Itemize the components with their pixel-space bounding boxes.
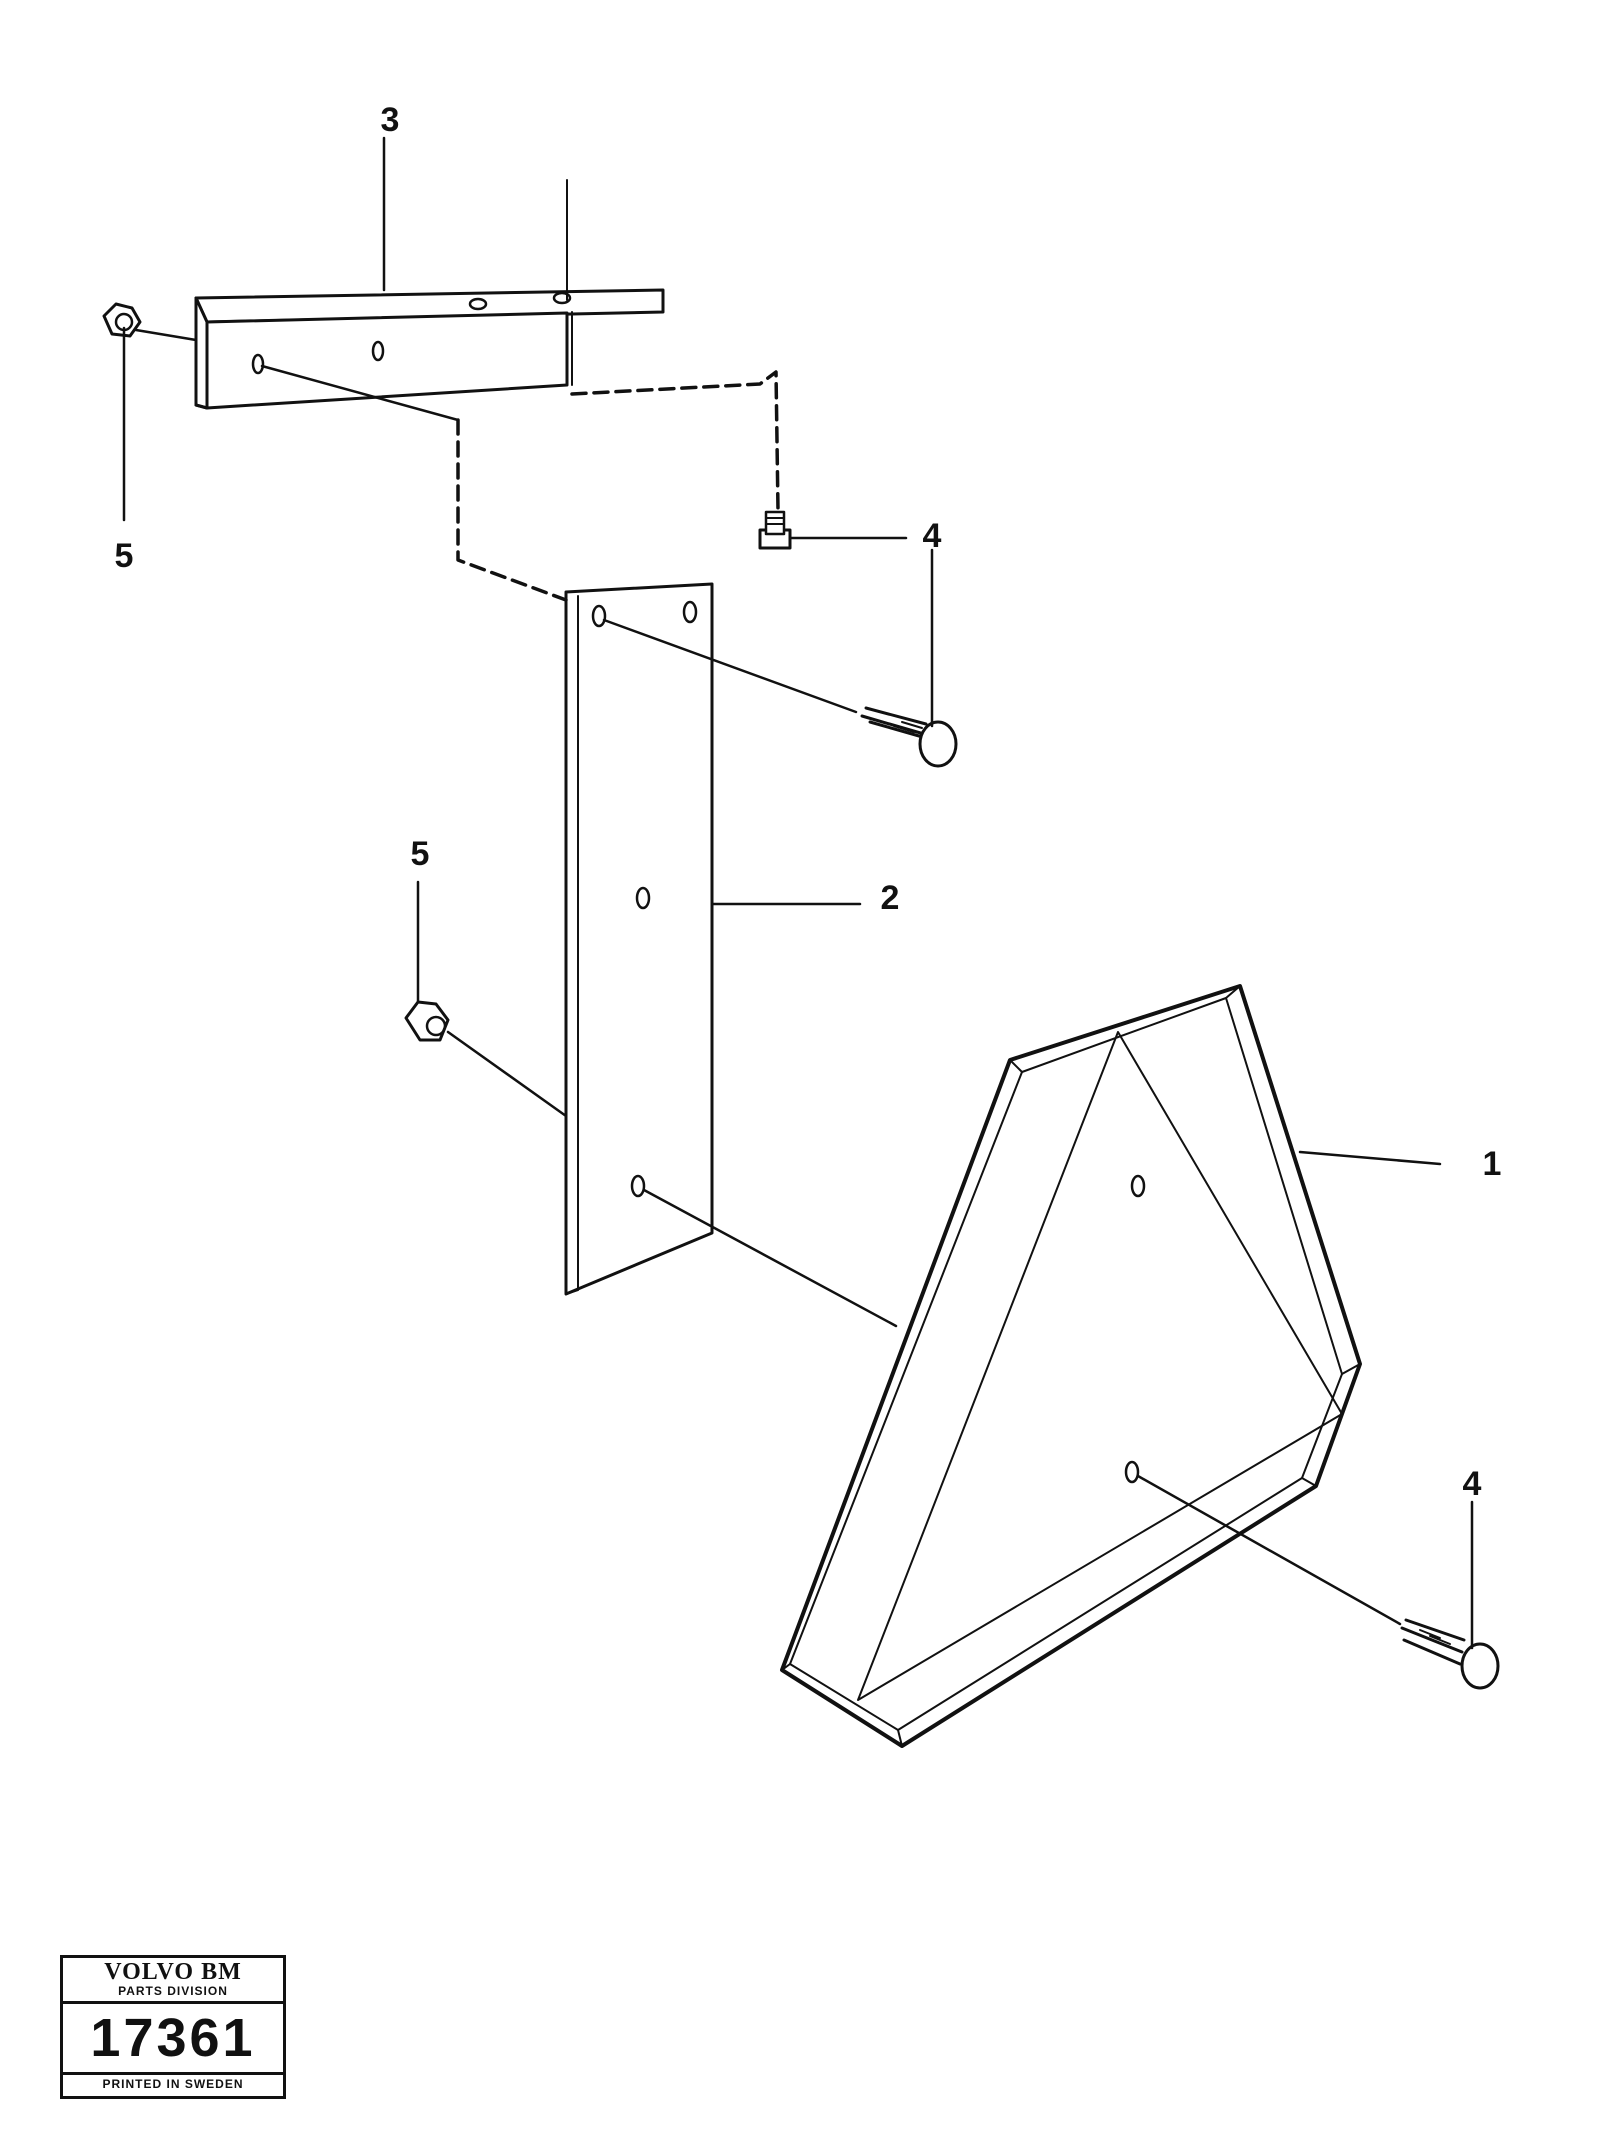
callout-number-5-top: 5: [114, 537, 134, 575]
stamp-division: PARTS DIVISION: [63, 1984, 283, 2004]
stamp-brand: VOLVO BM: [104, 1959, 242, 1985]
callout-number-1: 1: [1482, 1145, 1502, 1183]
bolt-part-4-bottom: [1400, 1618, 1500, 1690]
callout-leaders: [122, 136, 1474, 1650]
mounting-bar-part-2: [564, 582, 714, 1296]
parts-division-stamp: VOLVO BM PARTS DIVISION 17361 PRINTED IN…: [60, 1955, 286, 2099]
bolt-part-4-top: [758, 510, 792, 550]
callout-number-5-middle: 5: [410, 835, 430, 873]
callout-number-2: 2: [880, 879, 900, 917]
assembly-lines: [134, 328, 1402, 1626]
callout-number-3: 3: [380, 101, 400, 139]
reflector-sign-part-1: [780, 984, 1362, 1748]
stamp-drawing-number: 17361: [63, 2004, 283, 2075]
nut-part-5-middle: [404, 1000, 450, 1042]
bolt-part-4-middle: [860, 706, 958, 768]
angle-bracket-part-3: [194, 179, 665, 410]
nut-part-5-top: [102, 302, 142, 338]
callout-number-4-bottom: 4: [1462, 1465, 1482, 1503]
stamp-printed-in: PRINTED IN SWEDEN: [102, 2077, 244, 2091]
callout-number-4-top: 4: [922, 517, 942, 555]
